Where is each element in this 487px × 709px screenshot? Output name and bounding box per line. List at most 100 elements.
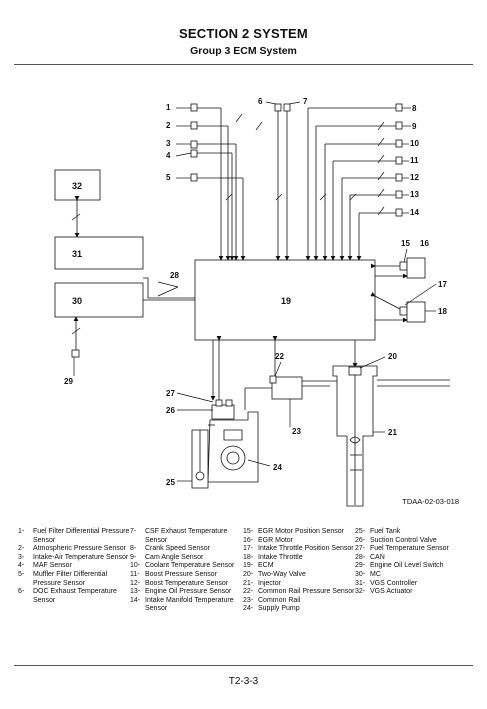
legend-item-text: Suction Control Valve — [370, 536, 437, 544]
vgs-controller-box — [54, 236, 144, 270]
legend-item-text: MAF Sensor — [33, 562, 72, 570]
legend-item-number: 23- — [243, 596, 254, 604]
legend-item: 2- Atmospheric Pressure Sensor — [18, 545, 130, 554]
legend-item-text: Fuel Tank — [370, 528, 401, 535]
legend-column-4: 25- Fuel Tank 26- Suction Control Valve 27- F… — [355, 528, 473, 597]
callout-7: 7 — [303, 97, 308, 106]
legend-item-number: 14- — [130, 596, 141, 604]
legend-item-text: CAN — [370, 553, 385, 561]
legend-item: 26- Suction Control Valve — [355, 537, 473, 546]
legend-item: 13-Engine Oil Pressure Sensor — [130, 588, 242, 597]
legend-item-text: VGS Controller — [370, 579, 418, 587]
legend-item-number: 25- — [355, 528, 366, 535]
callout-24: 24 — [273, 463, 282, 472]
callout-10: 10 — [410, 139, 419, 148]
callout-1: 1 — [166, 103, 171, 112]
legend-item: 22- Common Rail Pressure Sensor — [243, 588, 355, 597]
ecm-box — [194, 259, 376, 341]
legend-item-text: Cam Angle Sensor — [145, 553, 204, 561]
legend-item-number: 2- — [18, 545, 25, 553]
legend-item: 16-EGR Motor — [243, 537, 355, 546]
legend-item-text: Common Rail Pressure Sensor — [258, 588, 355, 596]
legend-item-text: Fuel Temperature Sensor — [370, 545, 449, 553]
legend-item-number: 26- — [355, 536, 366, 544]
callout-12: 12 — [410, 173, 419, 182]
legend-item: 10-Coolant Temperature Sensor — [130, 562, 242, 571]
callout-13: 13 — [410, 190, 419, 199]
legend-item: 7-CSF Exhaust Temperature Sensor — [130, 528, 242, 545]
callout-21: 21 — [388, 428, 397, 437]
legend-item-number: 10- — [130, 562, 141, 570]
mc-box — [54, 282, 144, 318]
legend-item: 20-Two-Way Valve — [243, 571, 355, 580]
legend-item-number: 24- — [243, 605, 254, 613]
legend-item-text: Supply Pump — [258, 605, 300, 613]
callout-28: 28 — [170, 271, 179, 280]
legend-item: 14-Intake Manifold Temperature Sensor — [130, 597, 242, 614]
legend-item-text: CSF Exhaust Temperature Sensor — [145, 528, 228, 544]
legend-item: 31- VGS Controller — [355, 580, 473, 589]
legend-item-number: 27- — [355, 545, 366, 553]
oil-level-switch — [71, 349, 80, 358]
legend-item-text: Boost Temperature Sensor — [145, 579, 229, 587]
legend-item-text: Crank Speed Sensor — [145, 545, 210, 553]
legend-item-number: 16- — [243, 536, 254, 544]
legend-item-number: 4- — [18, 562, 25, 570]
legend-item-number: 9- — [130, 553, 137, 561]
callout-2: 2 — [166, 121, 171, 130]
legend-item-number: 22- — [243, 588, 254, 596]
vgs-controller-label: 31 — [72, 249, 82, 259]
legend-item: 28- CAN — [355, 554, 473, 563]
legend-item-text: VGS Actuator — [370, 588, 413, 596]
legend-item-text: Engine Oil Level Switch — [370, 562, 444, 570]
legend-item: 17-Intake Throttle Position Sensor — [243, 545, 355, 554]
legend-item-number: 32- — [355, 588, 366, 596]
legend-item: 25- Fuel Tank — [355, 528, 473, 537]
callout-25: 25 — [166, 478, 175, 487]
legend-item-number: 12- — [130, 579, 141, 587]
legend-item-text: Intake Throttle Position Sensor — [258, 545, 354, 553]
legend-item: 19- ECM — [243, 562, 355, 571]
legend-item: 18-Intake Throttle — [243, 554, 355, 563]
legend-item-number: 19- — [243, 562, 254, 570]
legend-item-number: 18- — [243, 553, 254, 561]
footer-rule — [14, 665, 473, 666]
common-rail — [271, 376, 303, 400]
vgs-actuator-box — [54, 169, 101, 201]
legend-item-number: 3- — [18, 553, 25, 561]
legend-item-text: Atmospheric Pressure Sensor — [33, 545, 126, 553]
legend-item-text: Muffler Filter Differential Pressure Sen… — [33, 570, 108, 587]
section-title: SECTION 2 SYSTEM — [179, 26, 308, 41]
legend-item-text: ECM — [258, 562, 274, 570]
legend-item-number: 1- — [18, 528, 25, 535]
legend-item: 30-MC — [355, 571, 473, 580]
callout-22: 22 — [275, 352, 284, 361]
callout-27: 27 — [166, 389, 175, 398]
figure-reference: TDAA-02-03-018 — [402, 497, 459, 506]
callout-20: 20 — [388, 352, 397, 361]
legend-item-text: DOC Exhaust Temperature Sensor — [33, 588, 117, 604]
legend-item-number: 31- — [355, 579, 366, 587]
legend-item-number: 11- — [130, 570, 140, 578]
callout-9: 9 — [412, 122, 417, 131]
callout-8: 8 — [412, 104, 417, 113]
legend-item: 12- Boost Temperature Sensor — [130, 580, 242, 589]
callout-29: 29 — [64, 377, 73, 386]
legend-item-number: 6- — [18, 588, 25, 596]
legend-item-number: 28- — [355, 553, 366, 561]
legend-column-1: 1-Fuel Filter Differential Pressure Sens… — [18, 528, 130, 605]
legend-item-number: 15- — [243, 528, 254, 535]
legend-item-text: Two-Way Valve — [258, 570, 306, 578]
callout-26: 26 — [166, 406, 175, 415]
legend-item-text: Injector — [258, 579, 281, 587]
callout-15: 15 — [401, 239, 410, 248]
legend-item: 4- MAF Sensor — [18, 562, 130, 571]
page-number: T2-3-3 — [228, 676, 259, 687]
callout-3: 3 — [166, 139, 171, 148]
callout-23: 23 — [292, 427, 301, 436]
legend-item-number: 29- — [355, 562, 366, 570]
callout-14: 14 — [410, 208, 419, 217]
callout-17: 17 — [438, 280, 447, 289]
